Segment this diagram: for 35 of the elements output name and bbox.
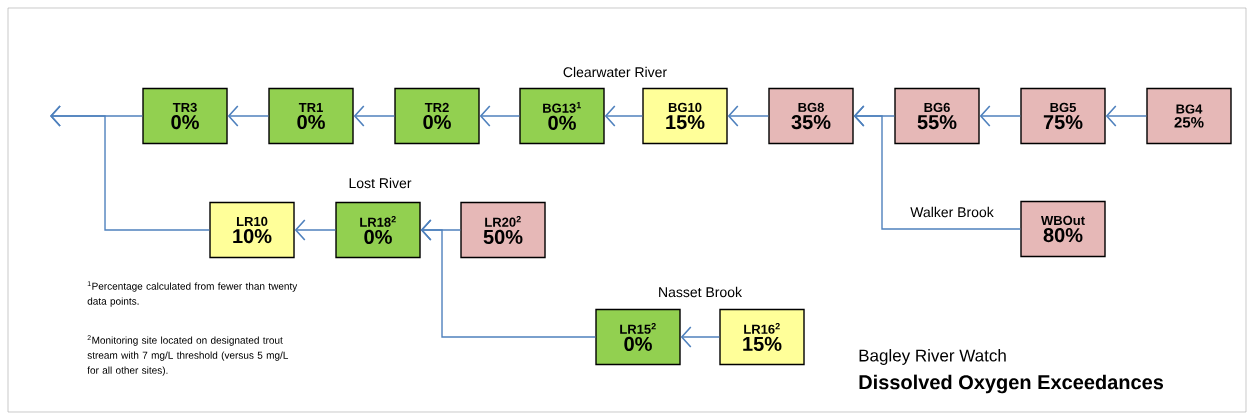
site-box: BG5 75% — [1020, 87, 1106, 145]
site-box: LR16$^{2}$ 15% — [719, 308, 805, 366]
title: Dissolved Oxygen Exceedances — [859, 374, 1164, 394]
site-box: LR15$^{2}$ 0% — [595, 308, 681, 366]
arrow — [680, 326, 720, 348]
arrow — [853, 105, 1021, 230]
edge-label: Walker Brook — [909, 205, 995, 219]
footnote: $^{1}$Percentage calculated from fewer than twenty data points. — [87, 281, 298, 307]
arrow — [604, 105, 643, 127]
site-box: LR20$^{2}$ 50% — [460, 201, 546, 259]
arrow — [353, 105, 395, 127]
arrow — [227, 105, 269, 127]
site-box: TR2 0% — [394, 87, 480, 145]
site-box: BG8 35% — [768, 87, 854, 145]
arrow — [294, 219, 336, 241]
arrow — [727, 105, 769, 127]
site-box: BG6 55% — [894, 87, 980, 145]
heading: Bagley River Watch — [859, 349, 1006, 365]
arrow — [979, 105, 1021, 127]
arrow — [420, 219, 596, 338]
arrow — [50, 105, 210, 231]
footnote: $^{2}$Monitoring site located on designated trout stream with 7 mg/L threshold (versus 5 mg/L for all other sites). — [87, 335, 289, 376]
site-box: BG4 25% — [1146, 87, 1232, 145]
site-box: LR18$^{2}$ 0% — [335, 201, 421, 259]
site-box: TR1 0% — [268, 87, 354, 145]
river-name: Lost River — [349, 177, 412, 189]
site-box: WBOut 80% — [1020, 200, 1106, 258]
river-name: Nasset Brook — [659, 286, 743, 298]
site-box: BG13$^{1}$ 0% — [519, 87, 605, 145]
site-box: TR3 0% — [142, 87, 228, 145]
site-box: BG10 15% — [642, 87, 728, 145]
arrow — [479, 105, 520, 127]
river-name: Clearwater River — [563, 66, 667, 78]
site-box: LR10 10% — [209, 201, 295, 259]
arrow — [1105, 105, 1147, 127]
